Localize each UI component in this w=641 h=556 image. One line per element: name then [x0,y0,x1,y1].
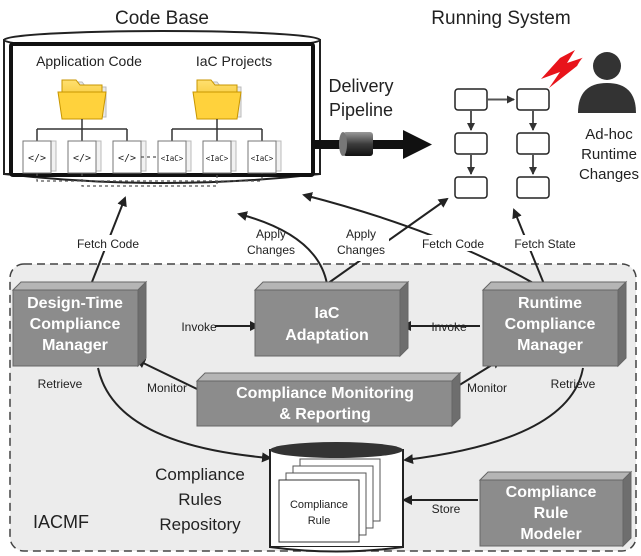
edge-invoke-left: Invoke [181,320,217,334]
runtime-compliance-manager: Runtime Compliance Manager [481,280,628,368]
adhoc-label-line3: Changes [579,166,639,183]
compliance-rule-documents: Compliance Rule [278,458,381,543]
svg-text:Manager: Manager [517,337,583,354]
application-file-2: </> [67,140,102,174]
edge-retrieve-right: Retrieve [551,377,596,391]
adhoc-label-line1: Ad-hoc [585,126,633,143]
iac-folder-icon [192,79,242,120]
edge-apply-changes-1-line2: Changes [247,243,295,257]
lightning-icon [541,50,591,88]
edge-monitor-right: Monitor [467,381,507,395]
edge-fetch-code-left: Fetch Code [77,237,139,251]
edge-apply-changes-2-line2: Changes [337,243,385,257]
svg-text:Rule: Rule [534,505,569,522]
svg-text:Rule: Rule [308,515,331,527]
user-icon [574,47,640,113]
edge-retrieve-left: Retrieve [38,377,83,391]
svg-text:Compliance: Compliance [506,484,597,501]
iac-file-3: <IaC> [247,140,282,174]
svg-text:<IaC>: <IaC> [251,154,274,163]
svg-text:Modeler: Modeler [520,526,581,543]
svg-text:IaC: IaC [315,305,340,322]
edge-apply-changes-1-line1: Apply [256,227,286,241]
edge-monitor-left: Monitor [147,381,187,395]
svg-text:</>: </> [28,153,46,164]
internal-arrows [97,321,584,505]
repository-label-line2: Rules [178,490,221,509]
iac-adaptation: IaC Adaptation [253,280,410,358]
delivery-label-line2: Pipeline [329,100,393,120]
svg-text:Design-Time: Design-Time [27,295,123,312]
delivery-label-line1: Delivery [328,76,393,96]
repository-label-line3: Repository [159,515,241,534]
application-file-1: </> [22,140,57,174]
svg-text:<IaC>: <IaC> [206,154,229,163]
running-system-title: Running System [431,8,570,29]
iac-projects-label: IaC Projects [196,53,272,69]
code-iac-dashed-links [36,156,263,187]
application-file-3: </> [112,140,147,174]
svg-text:Runtime: Runtime [518,295,582,312]
iac-tree-lines [171,119,263,141]
svg-text:& Reporting: & Reporting [279,406,371,423]
svg-text:</>: </> [118,153,136,164]
svg-text:<IaC>: <IaC> [161,154,184,163]
iac-file-1: <IaC> [157,140,192,174]
delivery-pipeline-arrow [313,130,432,159]
edge-apply-changes-2-line1: Apply [346,227,376,241]
application-folder-icon [57,79,107,120]
edge-store: Store [432,502,461,516]
iac-file-2: <IaC> [202,140,237,174]
svg-text:Manager: Manager [42,337,108,354]
svg-text:Compliance: Compliance [290,499,348,511]
iacmf-label: IACMF [33,512,89,532]
edge-invoke-right: Invoke [431,320,467,334]
svg-text:Compliance: Compliance [505,316,596,333]
adhoc-label-line2: Runtime [581,146,637,163]
repository-label-line1: Compliance [155,465,245,484]
edge-fetch-code-right: Fetch Code [422,237,484,251]
compliance-rule-modeler: Compliance Rule Modeler [478,470,633,548]
svg-text:</>: </> [73,153,91,164]
application-tree-lines [36,119,128,141]
application-code-label: Application Code [36,53,142,69]
svg-text:Adaptation: Adaptation [285,327,369,344]
compliance-monitoring-reporting: Compliance Monitoring & Reporting [195,371,462,428]
code-base-title: Code Base [115,8,209,29]
edge-fetch-state: Fetch State [514,237,576,251]
running-system-graph [454,88,550,199]
svg-text:Compliance Monitoring: Compliance Monitoring [236,385,414,402]
design-time-compliance-manager: Design-Time Compliance Manager [11,280,148,368]
svg-text:Compliance: Compliance [30,316,121,333]
